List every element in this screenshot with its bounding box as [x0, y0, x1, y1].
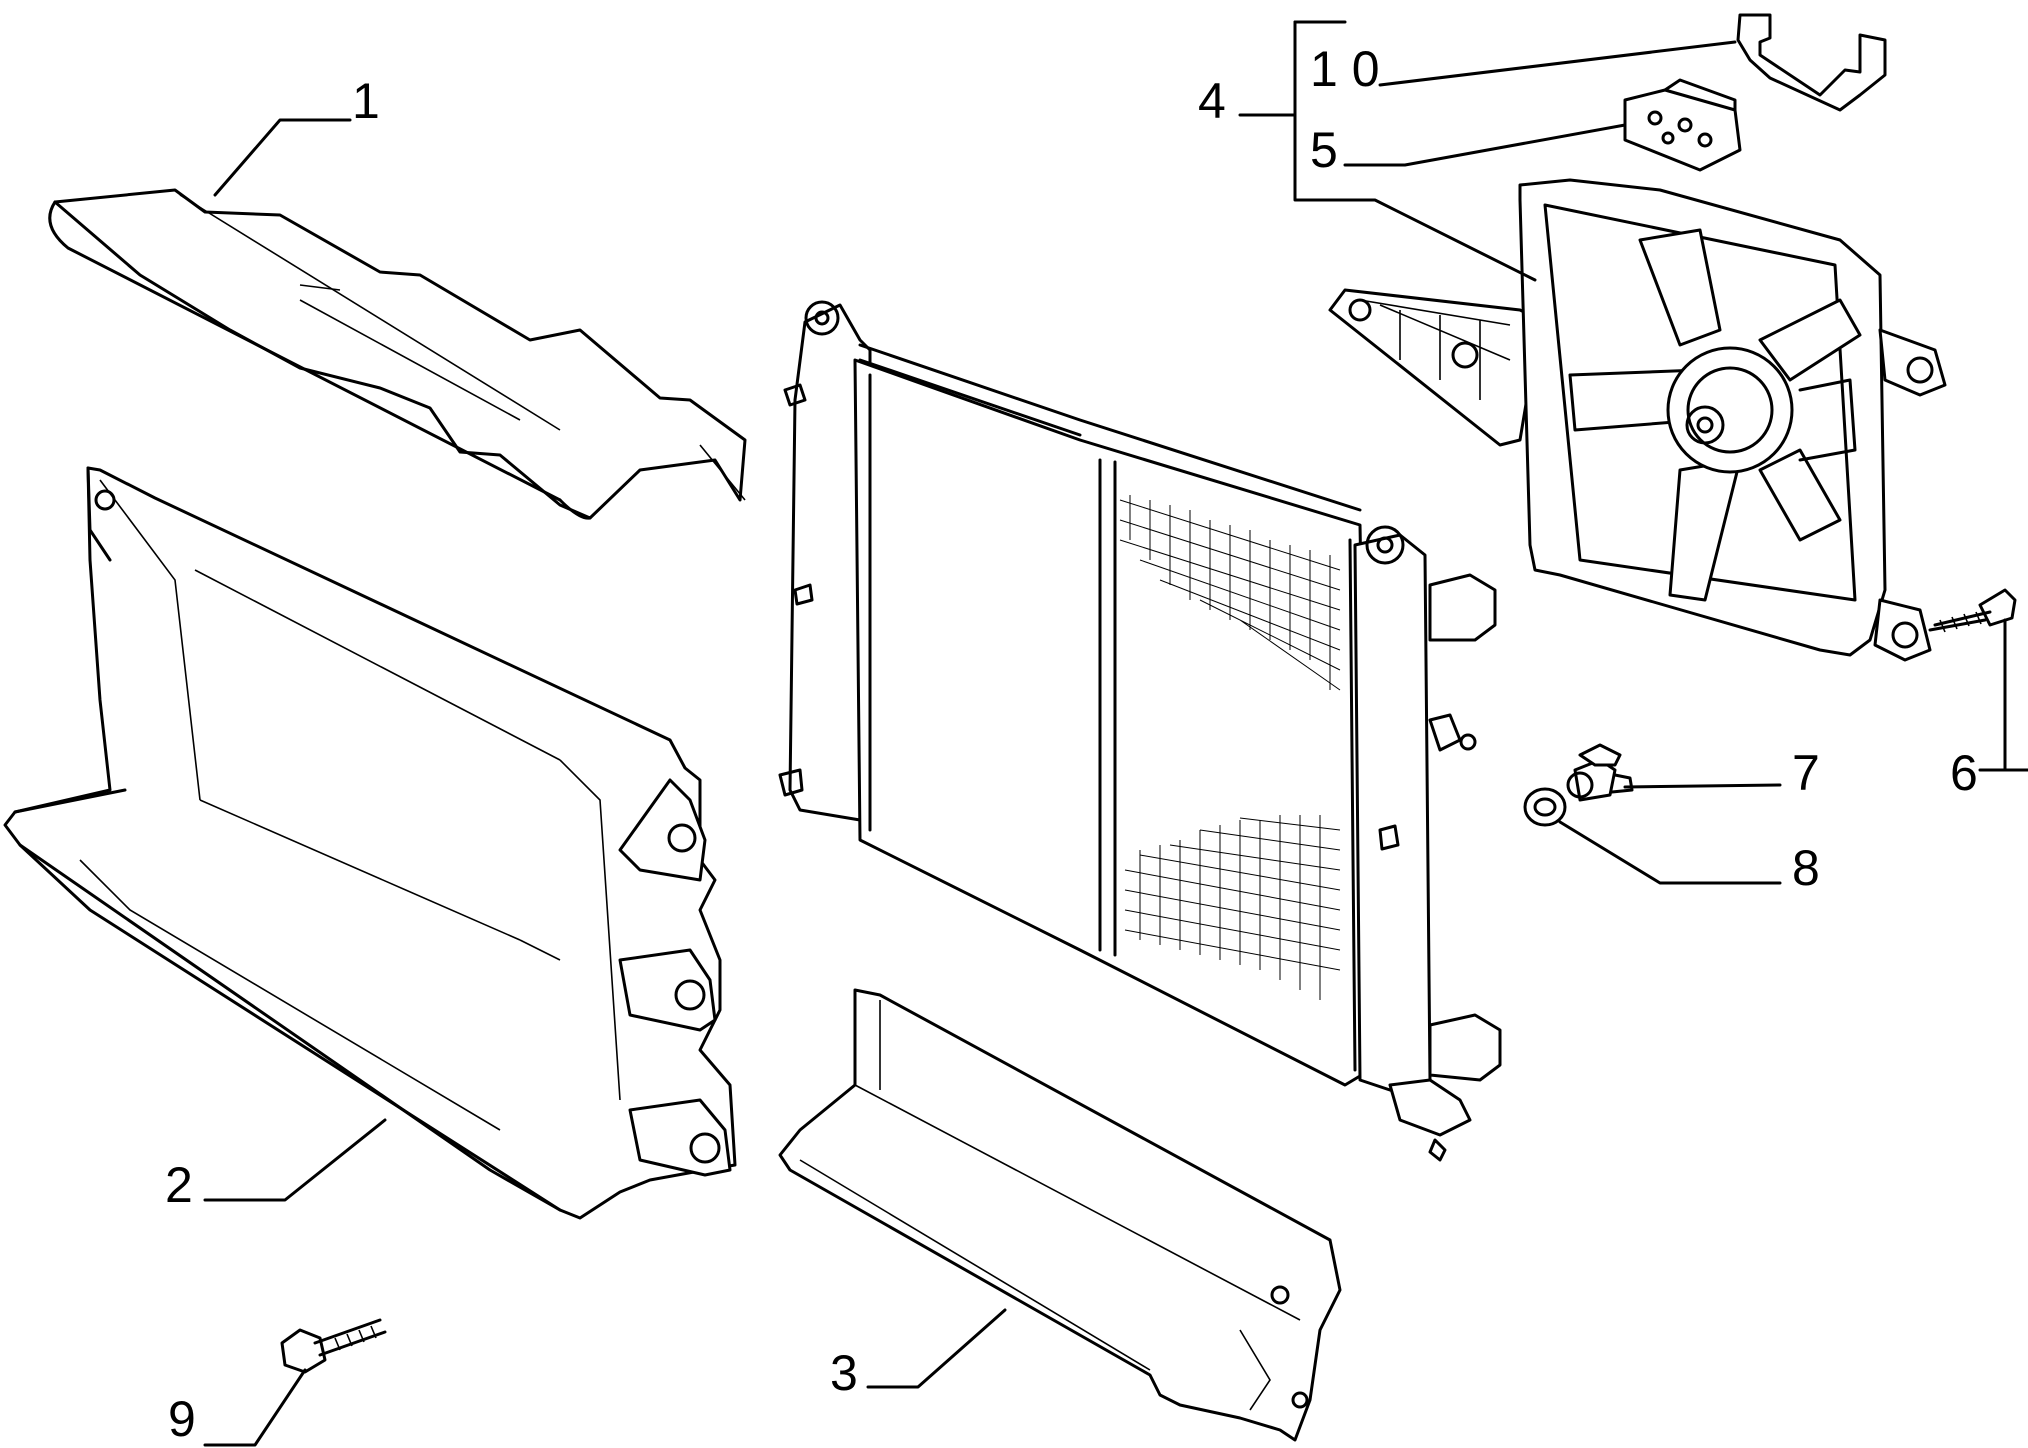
- callout-7: 7: [1792, 745, 1820, 801]
- part-2-main-shroud: [3, 466, 737, 1220]
- callout-5: 5: [1310, 122, 1338, 178]
- callout-3: 3: [830, 1345, 858, 1401]
- part-10-clip: [1736, 13, 1887, 112]
- leader-lines: [203, 20, 2028, 1447]
- part-7-thermo-switch: [1566, 743, 1634, 802]
- part-3-lower-deflector: [778, 988, 1342, 1442]
- part-6-screw: [1928, 588, 2017, 633]
- callout-8: 8: [1792, 840, 1820, 896]
- callout-labels: 1 2 3 4 5 6 7 8 9 1 0: [165, 41, 1978, 1447]
- radiator-fins-lower: [1124, 815, 1341, 1000]
- callout-6: 6: [1950, 745, 1978, 801]
- part-9-bolt: [280, 1318, 387, 1374]
- radiator-core: [778, 300, 1502, 1162]
- part-4-fan-assembly: [1328, 178, 1947, 662]
- radiator-fins-upper: [1119, 495, 1341, 691]
- callout-9: 9: [168, 1391, 196, 1447]
- callout-10: 1 0: [1310, 41, 1380, 97]
- callout-2: 2: [165, 1157, 193, 1213]
- callout-1: 1: [352, 73, 380, 129]
- part-5-connector: [1623, 78, 1742, 172]
- part-1-upper-deflector: [48, 188, 747, 520]
- part-8-washer: [1523, 787, 1567, 827]
- callout-4: 4: [1198, 73, 1226, 129]
